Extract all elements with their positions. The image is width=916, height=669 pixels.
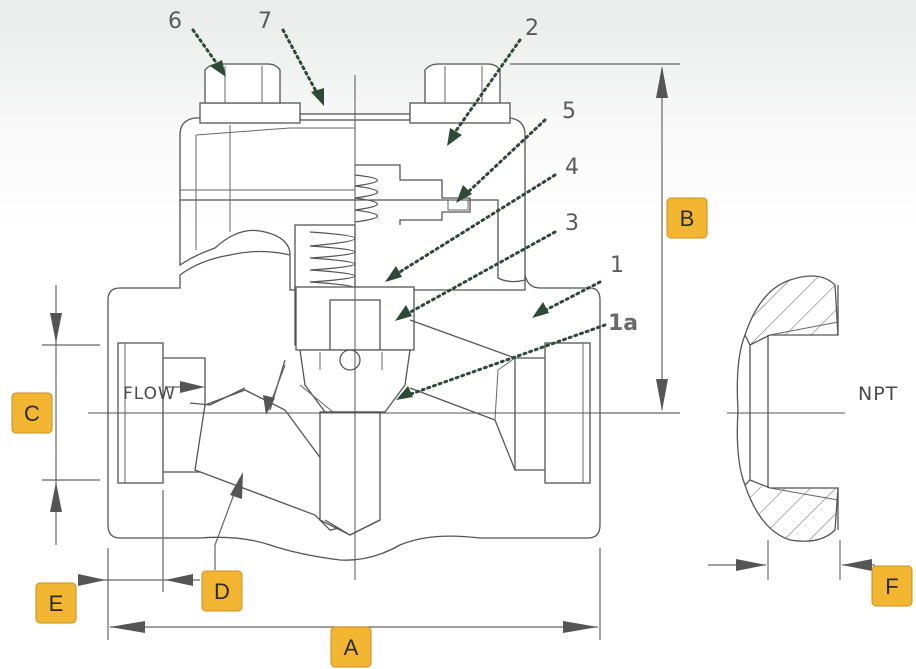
dim-tag-A-label: A [344, 635, 359, 660]
dim-tag-D-label: D [214, 579, 230, 604]
part-label-3: 3 [565, 211, 579, 236]
bolt-left [199, 63, 301, 124]
dimension-lines [42, 63, 875, 640]
dim-tag-E-label: E [49, 591, 64, 616]
part-label-1a: 1a [608, 311, 638, 336]
part-label-4: 4 [565, 155, 579, 180]
leader-lines [191, 28, 607, 400]
dim-tag-B-label: B [680, 206, 695, 231]
dim-tag-F-label: F [885, 574, 898, 599]
part-label-6: 6 [168, 9, 182, 34]
part-labels: 6 7 2 5 4 3 1 1a [168, 9, 638, 336]
npt-label: NPT [858, 383, 898, 405]
dim-tag-C-label: C [24, 401, 40, 426]
valve-body [88, 63, 610, 580]
part-label-7: 7 [258, 9, 272, 34]
dim-tag-C: C [11, 392, 53, 434]
flow-label: FLOW [123, 384, 176, 404]
dim-tag-B: B [666, 197, 708, 239]
part-label-1: 1 [610, 253, 624, 278]
dim-tag-A: A [330, 626, 372, 668]
dim-tag-E: E [35, 582, 77, 624]
thread-section-detail [727, 275, 845, 580]
inlet-port [117, 342, 381, 536]
bolt-right [409, 63, 511, 124]
part-label-5: 5 [562, 99, 576, 124]
dim-tag-D: D [201, 570, 243, 612]
part-label-2: 2 [525, 16, 539, 41]
dim-tag-F: F [871, 565, 913, 607]
